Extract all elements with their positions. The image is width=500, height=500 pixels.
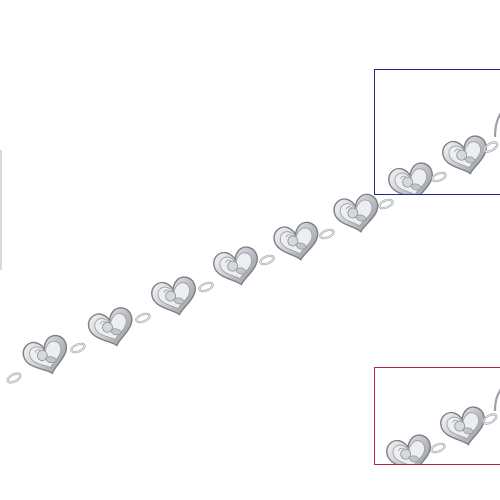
- red-inset-chain: [383, 388, 500, 464]
- left-edge-mark: [0, 150, 2, 270]
- blue-inset-chain: [385, 112, 500, 194]
- red-inset: [374, 367, 500, 465]
- blue-inset: [374, 69, 500, 195]
- bracelet-chain: [5, 191, 395, 386]
